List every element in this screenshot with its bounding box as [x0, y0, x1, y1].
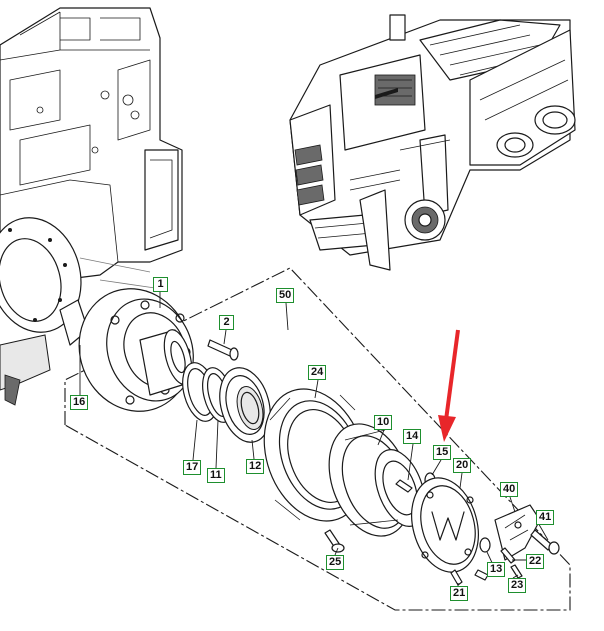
- callout-20: 20: [453, 458, 472, 473]
- callout-2: 2: [219, 315, 234, 330]
- callout-40: 40: [500, 482, 519, 497]
- callout-10: 10: [374, 415, 393, 430]
- callout-50: 50: [276, 288, 295, 303]
- callout-12: 12: [246, 459, 265, 474]
- callout-1: 1: [153, 277, 168, 292]
- callout-41: 41: [536, 510, 555, 525]
- assembly-group-outline: [64, 267, 571, 611]
- callout-11: 11: [207, 468, 225, 483]
- callout-17: 17: [183, 460, 202, 475]
- callout-13: 13: [487, 562, 506, 577]
- machine-overview-drawing: [289, 14, 576, 271]
- callout-21: 21: [450, 586, 469, 601]
- callout-14: 14: [403, 429, 422, 444]
- engine-block-drawing: [0, 7, 183, 406]
- callout-22: 22: [526, 554, 545, 569]
- callout-23: 23: [508, 578, 527, 593]
- callout-15: 15: [433, 445, 452, 460]
- callout-25: 25: [326, 555, 345, 570]
- callout-16: 16: [70, 395, 89, 410]
- callout-24: 24: [308, 365, 327, 380]
- exploded-parts: [78, 288, 560, 586]
